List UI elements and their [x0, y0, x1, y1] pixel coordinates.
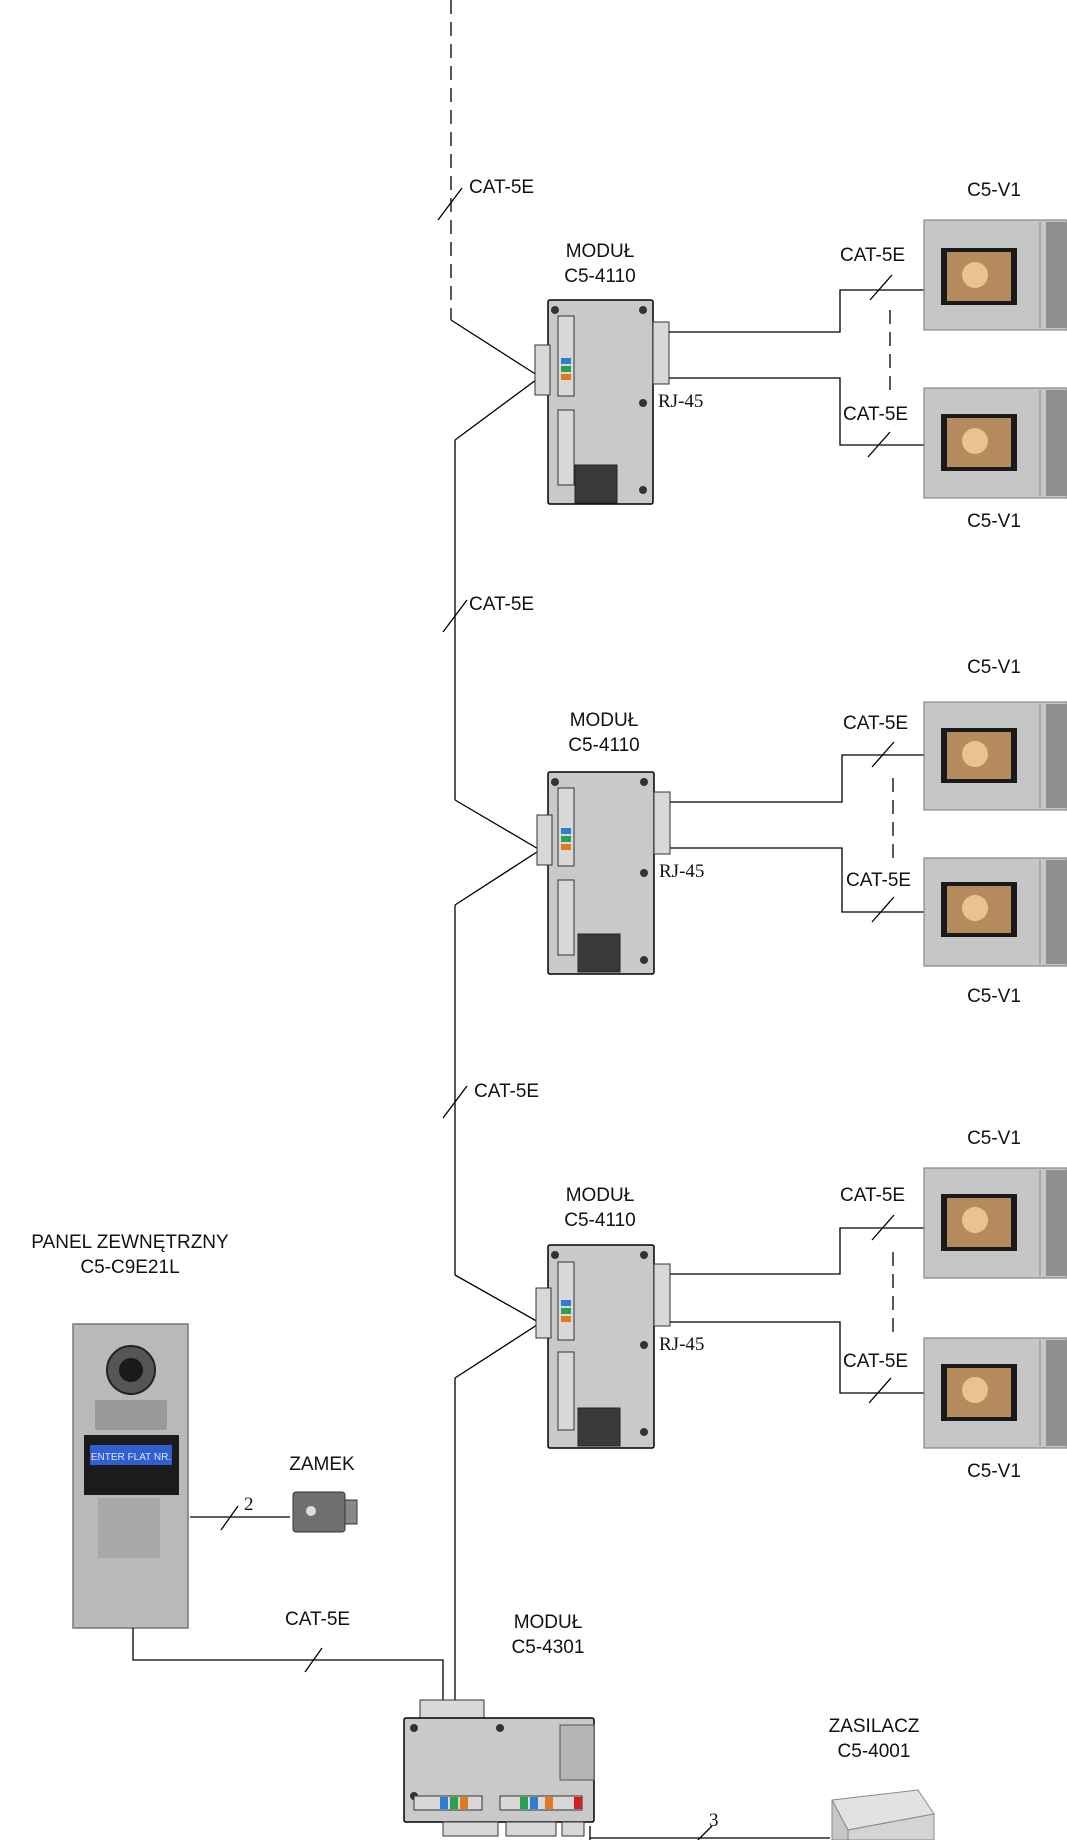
- trunk-cable-label-3: CAT-5E: [474, 1081, 539, 1102]
- floor-module-1: MODUŁ C5-4110 RJ-45: [534, 241, 703, 505]
- power-supply-icon: [831, 1789, 935, 1840]
- floor-1-monitor-wiring: [669, 274, 935, 458]
- floor-module-3-rj45: RJ-45: [659, 1334, 704, 1355]
- main-module: [403, 1699, 595, 1837]
- floor-module-2: MODUŁ C5-4110 RJ-45: [536, 710, 704, 975]
- floor-2-cable-label-a: CAT-5E: [843, 713, 908, 734]
- floor-3-monitor-label-bottom: C5-V1: [967, 1461, 1021, 1482]
- monitor-icon: [923, 387, 1067, 499]
- trunk-wiring: [437, 0, 541, 1660]
- floor-module-3: MODUŁ C5-4110 RJ-45: [535, 1185, 704, 1449]
- floor-1-cable-label-b: CAT-5E: [843, 404, 908, 425]
- trunk-cable-label-1: CAT-5E: [469, 177, 534, 198]
- monitor-icon: [923, 1337, 1067, 1449]
- lock-icon: [292, 1491, 358, 1533]
- main-module-name: MODUŁ: [514, 1612, 583, 1633]
- floor-module-3-model: C5-4110: [564, 1210, 635, 1231]
- power-wire-count: 3: [709, 1810, 719, 1831]
- floor-3-monitor-wiring: [670, 1214, 935, 1404]
- outdoor-panel: ENTER FLAT NR.: [72, 1323, 189, 1629]
- monitor-icon: [923, 857, 1067, 967]
- floor-module-3-name: MODUŁ: [566, 1185, 635, 1206]
- floor-3-cable-label-b: CAT-5E: [843, 1351, 908, 1372]
- floor-1-cable-label-a: CAT-5E: [840, 245, 905, 266]
- floor-module-2-rj45: RJ-45: [659, 861, 704, 882]
- floor-module-1-name: MODUŁ: [566, 241, 635, 262]
- floor-2-monitor-label-top: C5-V1: [967, 657, 1021, 678]
- floor-1-monitor-label-bottom: C5-V1: [967, 511, 1021, 532]
- floor-1-monitor-label-top: C5-V1: [967, 180, 1021, 201]
- floor-3-cable-label-a: CAT-5E: [840, 1185, 905, 1206]
- floor-module-1-model: C5-4110: [564, 266, 635, 287]
- power-supply-model: C5-4001: [838, 1741, 911, 1762]
- lock-name: ZAMEK: [289, 1454, 355, 1475]
- main-module-model: C5-4301: [512, 1637, 585, 1658]
- panel-cable-label: CAT-5E: [285, 1609, 350, 1630]
- panel-screen-text: ENTER FLAT NR.: [91, 1452, 171, 1463]
- lock-wire-count: 2: [244, 1494, 254, 1515]
- floor-module-1-rj45: RJ-45: [658, 391, 703, 412]
- floor-2-cable-label-b: CAT-5E: [846, 870, 911, 891]
- panel-name: PANEL ZEWNĘTRZNY: [31, 1232, 229, 1253]
- floor-2-monitor-wiring: [670, 741, 935, 923]
- trunk-cable-label-2: CAT-5E: [469, 594, 534, 615]
- floor-module-2-name: MODUŁ: [570, 710, 639, 731]
- panel-model: C5-C9E21L: [80, 1257, 179, 1278]
- floor-module-2-model: C5-4110: [568, 735, 639, 756]
- floor-3-monitor-label-top: C5-V1: [967, 1128, 1021, 1149]
- monitor-icon: [923, 701, 1067, 811]
- power-supply-name: ZASILACZ: [829, 1716, 920, 1737]
- monitor-icon: [923, 219, 1067, 331]
- monitor-icon: [923, 1167, 1067, 1279]
- floor-2-monitor-label-bottom: C5-V1: [967, 986, 1021, 1007]
